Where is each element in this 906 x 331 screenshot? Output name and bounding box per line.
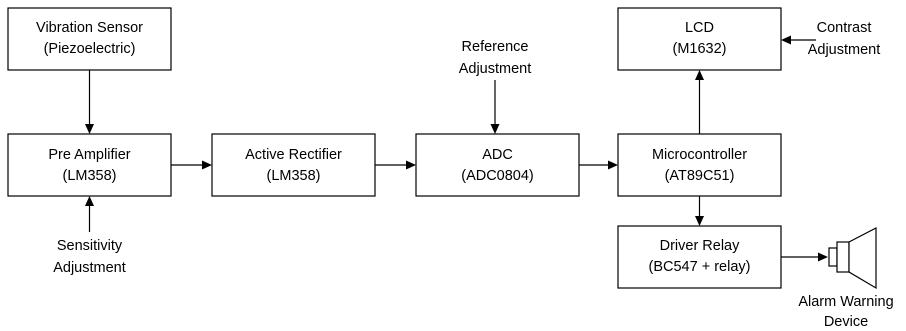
arrow-reference-to-adc xyxy=(490,80,500,134)
block-active-rectifier-part: (LM358) xyxy=(267,168,321,184)
block-pre-amplifier-part: (LM358) xyxy=(63,168,117,184)
label-alarm-line1: Alarm Warning xyxy=(798,294,893,310)
label-sensitivity-line1: Sensitivity xyxy=(57,238,123,254)
arrow-rectifier-to-adc xyxy=(375,160,416,170)
block-active-rectifier-title: Active Rectifier xyxy=(245,147,342,163)
label-sensitivity-line2: Adjustment xyxy=(53,260,126,276)
arrow-relay-to-alarm xyxy=(781,252,828,262)
arrow-mcu-to-relay xyxy=(695,196,704,226)
speaker-icon xyxy=(828,227,877,290)
arrow-sensor-to-preamp xyxy=(85,70,94,134)
block-driver-relay-title: Driver Relay xyxy=(660,238,741,254)
label-contrast-line1: Contrast xyxy=(817,20,872,36)
arrow-adc-to-mcu xyxy=(579,160,618,170)
label-reference-adjustment: Reference Adjustment xyxy=(459,39,532,77)
block-pre-amplifier: Pre Amplifier (LM358) xyxy=(7,133,172,197)
label-sensitivity-adjustment: Sensitivity Adjustment xyxy=(53,238,126,276)
block-lcd: LCD (M1632) xyxy=(617,7,782,71)
block-vibration-sensor-title: Vibration Sensor xyxy=(36,20,143,36)
block-adc: ADC (ADC0804) xyxy=(415,133,580,197)
label-alarm-line2: Device xyxy=(824,314,868,330)
block-vibration-sensor-part: (Piezoelectric) xyxy=(44,41,136,57)
label-reference-line1: Reference xyxy=(462,39,529,55)
arrow-preamp-to-rectifier xyxy=(171,160,212,170)
block-driver-relay: Driver Relay (BC547 + relay) xyxy=(617,225,782,289)
label-reference-line2: Adjustment xyxy=(459,61,532,77)
block-vibration-sensor: Vibration Sensor (Piezoelectric) xyxy=(7,7,172,71)
label-contrast-line2: Adjustment xyxy=(808,42,881,58)
label-contrast-adjustment: Contrast Adjustment xyxy=(808,20,881,58)
label-alarm-warning-device: Alarm Warning Device xyxy=(798,294,893,330)
block-microcontroller: Microcontroller (AT89C51) xyxy=(617,133,782,197)
block-driver-relay-part: (BC547 + relay) xyxy=(649,259,751,275)
arrow-contrast-to-lcd xyxy=(781,35,816,45)
block-pre-amplifier-title: Pre Amplifier xyxy=(48,147,130,163)
arrow-mcu-to-lcd xyxy=(695,70,704,134)
arrow-sensitivity-to-preamp xyxy=(85,196,94,232)
block-microcontroller-part: (AT89C51) xyxy=(665,168,735,184)
block-active-rectifier: Active Rectifier (LM358) xyxy=(211,133,376,197)
block-adc-title: ADC xyxy=(482,147,513,163)
block-lcd-part: (M1632) xyxy=(673,41,727,57)
block-lcd-title: LCD xyxy=(685,20,714,36)
block-microcontroller-title: Microcontroller xyxy=(652,147,747,163)
block-adc-part: (ADC0804) xyxy=(461,168,534,184)
